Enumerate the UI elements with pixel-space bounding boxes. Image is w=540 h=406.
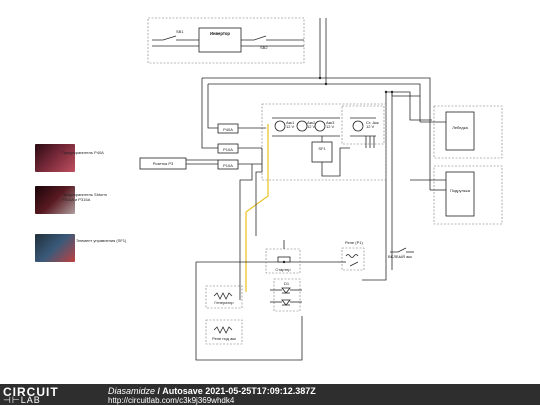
socket-box[interactable] — [139, 157, 187, 170]
winch-enclosure — [433, 105, 503, 159]
sf1-box[interactable] — [311, 141, 333, 163]
legend-photo-2 — [35, 186, 75, 214]
svg-text:SF1: SF1 — [318, 146, 326, 151]
fuse-p10a-2[interactable] — [217, 159, 239, 170]
winch-box[interactable] — [445, 111, 475, 151]
legend-label-1: Предохранитель P40A — [62, 150, 104, 155]
battery-enclosure — [261, 103, 387, 181]
legend-photo-3 — [35, 234, 75, 262]
sb2-label: SB2 — [260, 45, 268, 50]
svg-text:Реле (Р1): Реле (Р1) — [345, 240, 363, 245]
legend-label-2: Предохранитель Shtorm P315A и P315A — [62, 192, 107, 202]
heater-coil[interactable] — [213, 326, 233, 334]
svg-text:Розетка P3: Розетка P3 — [153, 161, 174, 166]
svg-text:D1: D1 — [284, 281, 290, 286]
sb2-switch[interactable] — [241, 35, 267, 41]
autosave-title: Autosave 2021-05-25T17:09:12.387Z — [162, 386, 316, 396]
svg-text:Реле под акк: Реле под акк — [212, 336, 236, 341]
starter-enclosure — [265, 248, 301, 274]
logo-bottom: ⊣⊢LAB — [3, 395, 41, 405]
legend-label-3: Элемент управления (SF1) — [76, 238, 127, 243]
svg-text:P10A: P10A — [223, 163, 233, 168]
battery-4[interactable] — [352, 120, 364, 132]
inverter-label: Инвертор — [210, 31, 230, 36]
relay-coil[interactable] — [345, 254, 359, 258]
diode-2[interactable] — [281, 299, 291, 306]
relay-enclosure — [341, 247, 365, 271]
diode-1[interactable] — [281, 287, 291, 294]
logo-top: CIRCUIT — [3, 385, 59, 399]
footer-bar: CIRCUIT ⊣⊢LAB Diasamidze / Autosave 2021… — [0, 384, 540, 405]
legend-photo-1 — [35, 144, 75, 172]
battery-1[interactable] — [274, 120, 286, 132]
fuse-p40a[interactable] — [217, 123, 239, 134]
generator-coil[interactable] — [213, 292, 233, 300]
svg-text:BKЛБЫЙ акк: BKЛБЫЙ акк — [388, 254, 412, 259]
heater-enclosure — [205, 319, 243, 345]
schematic-canvas: Инвертор SB1 SB2 P40A P10A P10A Розетка … — [139, 17, 503, 361]
svg-text:P40A: P40A — [223, 127, 233, 132]
svg-text:Генератор: Генератор — [214, 300, 234, 305]
thruster-box[interactable] — [445, 171, 475, 217]
svg-text:Лебедка: Лебедка — [452, 125, 468, 130]
svg-text:Подрулька: Подрулька — [450, 188, 471, 193]
generator-enclosure — [205, 285, 243, 309]
svg-text:Стартер: Стартер — [275, 267, 291, 272]
svg-text:P10A: P10A — [223, 147, 233, 152]
battery-2[interactable] — [296, 120, 308, 132]
inverter-enclosure — [147, 17, 305, 64]
schematic-title: Diasamidze / Autosave 2021-05-25T17:09:1… — [108, 386, 316, 396]
start-battery-enclosure — [341, 105, 385, 145]
yellow-wire — [245, 124, 269, 292]
right-switch[interactable] — [390, 247, 407, 253]
diode-enclosure — [273, 278, 301, 312]
schematic-url[interactable]: http://circuitlab.com/c3k9j369whdk4 — [108, 396, 235, 405]
battery-3[interactable] — [314, 120, 326, 132]
sb1-switch[interactable] — [152, 35, 177, 41]
circuitlab-logo[interactable]: CIRCUIT ⊣⊢LAB — [3, 385, 95, 405]
author-name[interactable]: Diasamidze — [108, 386, 156, 396]
fuse-p10a-1[interactable] — [217, 143, 239, 154]
sb1-label: SB1 — [176, 29, 184, 34]
